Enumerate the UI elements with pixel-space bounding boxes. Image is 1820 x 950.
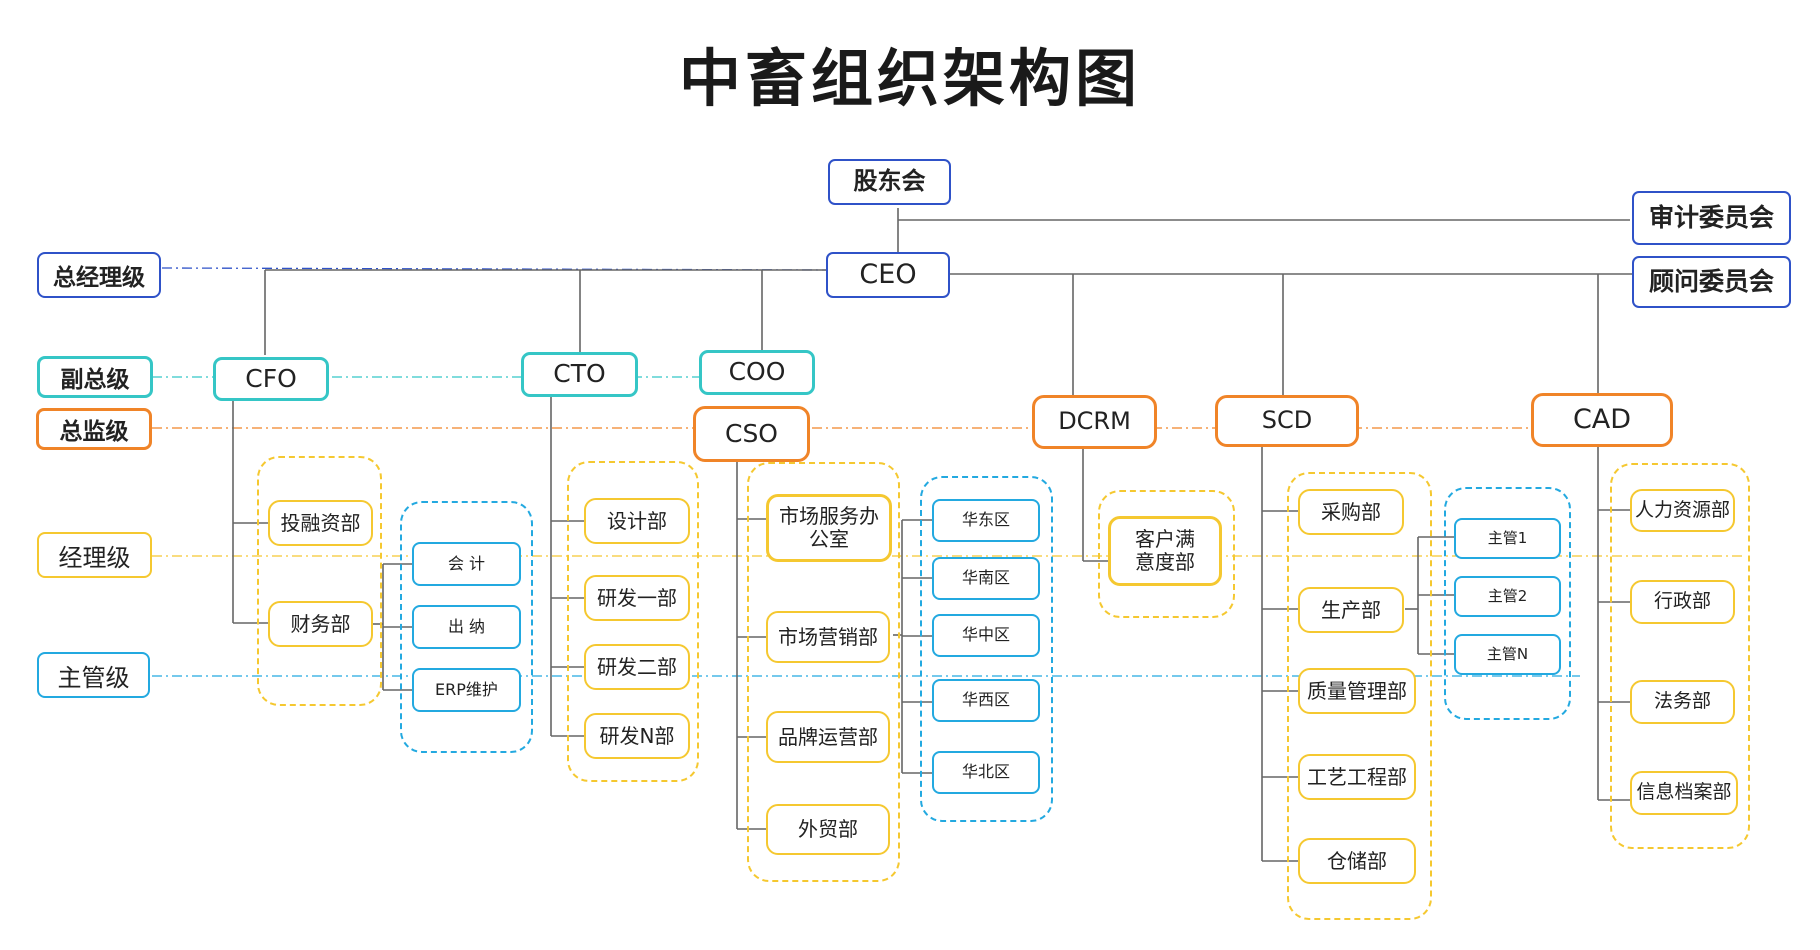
- rd-dept-2: 研发二部: [584, 644, 690, 690]
- design-dept: 设计部: [584, 498, 690, 544]
- procurement-dept: 采购部: [1298, 489, 1404, 535]
- advisory-committee-box: 顾问委员会: [1632, 256, 1791, 308]
- supervisor-1: 主管1: [1454, 518, 1561, 559]
- page-title: 中畜组织架构图: [678, 42, 1141, 115]
- level-general-manager: 总经理级: [37, 252, 161, 298]
- rd-dept-n: 研发N部: [584, 713, 690, 759]
- region-central: 华中区: [932, 614, 1040, 657]
- level-deputy: 副总级: [37, 356, 153, 398]
- finance-role-cashier: 出 纳: [412, 605, 521, 649]
- warehouse-dept: 仓储部: [1298, 838, 1416, 884]
- region-west: 华西区: [932, 679, 1040, 722]
- group-cto-depts: [567, 461, 699, 782]
- finance-role-accountant: 会 计: [412, 542, 521, 586]
- ceo-box: CEO: [826, 252, 950, 298]
- hr-dept: 人力资源部: [1630, 489, 1735, 532]
- customer-satisfaction-dept: 客户满 意度部: [1108, 516, 1222, 586]
- level-supervisor: 主管级: [37, 652, 150, 698]
- group-finance-roles: [400, 501, 533, 753]
- group-production-supervisors: [1444, 487, 1571, 720]
- process-engineering-dept: 工艺工程部: [1298, 754, 1416, 800]
- investment-financing-dept: 投融资部: [268, 500, 373, 546]
- admin-dept: 行政部: [1630, 580, 1735, 624]
- finance-dept: 财务部: [268, 601, 373, 647]
- legal-dept: 法务部: [1630, 680, 1735, 724]
- coo-box: COO: [699, 350, 815, 395]
- region-north: 华北区: [932, 751, 1040, 794]
- supervisor-2: 主管2: [1454, 576, 1561, 617]
- dcrm-box: DCRM: [1032, 395, 1157, 449]
- quality-management-dept: 质量管理部: [1298, 668, 1416, 714]
- rd-dept-1: 研发一部: [584, 575, 690, 621]
- region-east: 华东区: [932, 499, 1040, 542]
- level-director: 总监级: [36, 408, 152, 450]
- info-archives-dept: 信息档案部: [1630, 771, 1738, 815]
- group-dcrm-depts: [1098, 490, 1235, 618]
- group-cad-depts: [1610, 463, 1750, 849]
- marketing-dept: 市场营销部: [766, 611, 890, 663]
- cad-box: CAD: [1531, 393, 1673, 447]
- org-connectors: [232, 208, 1632, 862]
- supervisor-n: 主管N: [1454, 634, 1561, 675]
- production-dept: 生产部: [1298, 587, 1404, 633]
- market-service-office: 市场服务办 公室: [766, 494, 892, 562]
- group-cfo-depts: [257, 456, 382, 706]
- region-south: 华南区: [932, 557, 1040, 600]
- scd-box: SCD: [1215, 395, 1359, 447]
- guide-general-manager: [161, 267, 831, 271]
- foreign-trade-dept: 外贸部: [766, 804, 890, 855]
- cto-box: CTO: [521, 352, 638, 397]
- group-regions: [920, 476, 1053, 822]
- level-manager: 经理级: [37, 532, 152, 578]
- shareholders-box: 股东会: [828, 159, 951, 205]
- audit-committee-box: 审计委员会: [1632, 191, 1791, 245]
- finance-role-erp: ERP维护: [412, 668, 521, 712]
- group-cso-depts: [747, 462, 900, 882]
- cso-box: CSO: [693, 406, 810, 462]
- group-scd-depts: [1287, 472, 1432, 920]
- cfo-box: CFO: [213, 357, 329, 401]
- brand-operations-dept: 品牌运营部: [766, 711, 890, 763]
